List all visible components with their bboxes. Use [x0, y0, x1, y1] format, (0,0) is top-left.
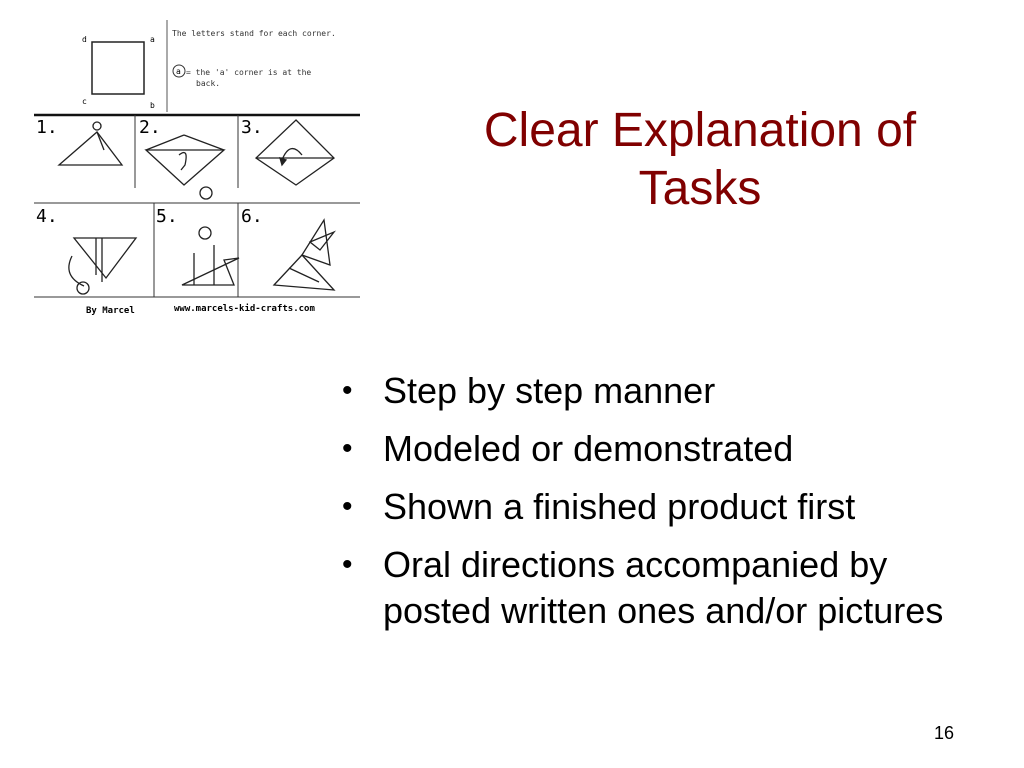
- step-5-boat-drawing: [181, 226, 240, 286]
- step-6-bird-drawing: [272, 218, 337, 291]
- step-2-number: 2.: [139, 117, 161, 138]
- step-5-number: 5.: [156, 206, 178, 227]
- bullet-item: • Modeled or demonstrated: [340, 426, 990, 472]
- website-credit: www.marcels-kid-crafts.com: [174, 303, 315, 314]
- bullet-icon: •: [342, 432, 353, 465]
- bullet-icon: •: [342, 374, 353, 407]
- bullet-list: • Step by step manner • Modeled or demonst…: [340, 368, 990, 646]
- corner-label-d: d: [82, 35, 87, 44]
- circled-a-icon: [172, 64, 186, 78]
- step-1-triangle-drawing: [57, 121, 124, 166]
- step-3-fold-drawing: [254, 119, 336, 186]
- step-4-number: 4.: [36, 206, 58, 227]
- bullet-text: Oral directions accompanied by posted wr…: [383, 544, 944, 631]
- bullet-text: Shown a finished product first: [383, 486, 856, 527]
- bullet-item: • Shown a finished product first: [340, 484, 990, 530]
- bullet-item: • Step by step manner: [340, 368, 990, 414]
- slide-title: Clear Explanation of Tasks: [483, 104, 917, 215]
- circled-a-label: a: [176, 67, 181, 76]
- author-credit: By Marcel: [86, 306, 135, 316]
- note-line-3: back.: [196, 79, 220, 88]
- bullet-text: Modeled or demonstrated: [383, 428, 794, 469]
- corner-label-c: c: [82, 97, 87, 106]
- step-2-fold-drawing: [144, 134, 226, 200]
- bullet-icon: •: [342, 490, 353, 523]
- corner-label-b: b: [150, 101, 155, 110]
- step-1-number: 1.: [36, 117, 58, 138]
- origami-diagram: d a c b The letters stand for each corne…: [34, 20, 360, 316]
- step-4-fold-drawing: [68, 237, 138, 295]
- bullet-text: Step by step manner: [383, 370, 716, 411]
- bullet-icon: •: [342, 548, 353, 581]
- origami-instructions-image: d a c b The letters stand for each corne…: [34, 20, 360, 322]
- page-number: 16: [934, 723, 955, 743]
- paper-square: [91, 41, 145, 95]
- note-line-1: The letters stand for each corner.: [172, 29, 336, 38]
- corner-label-a: a: [150, 35, 155, 44]
- step-6-number: 6.: [241, 206, 263, 227]
- bullet-item: • Oral directions accompanied by posted w…: [340, 542, 990, 634]
- step-3-number: 3.: [241, 117, 263, 138]
- note-line-2: = the 'a' corner is at the: [186, 68, 311, 77]
